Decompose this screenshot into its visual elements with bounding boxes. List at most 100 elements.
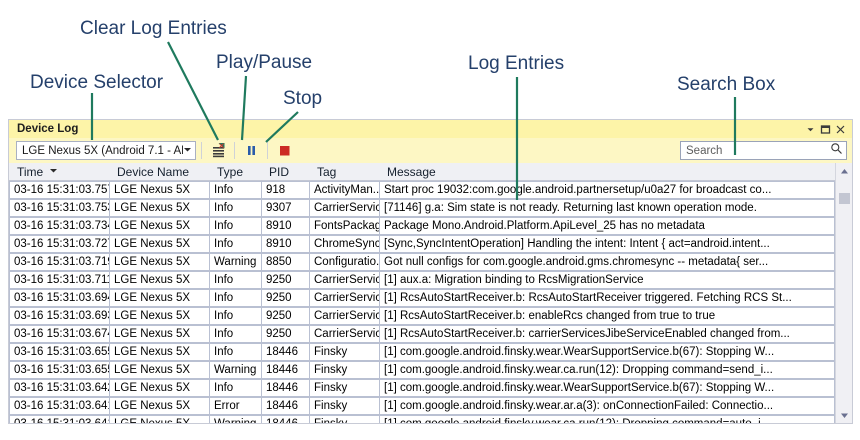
cell-time: 03-16 15:31:03.727	[9, 235, 109, 253]
cell-tag: CarrierServices	[309, 325, 379, 343]
search-input[interactable]: Search	[686, 144, 723, 157]
cell-type: Info	[209, 181, 261, 199]
cell-message: [1] RcsAutoStartReceiver.b: carrierServi…	[379, 325, 835, 343]
device-log-pane: Device Log LGE Nexus 5X (Android 7.1 - A…	[8, 119, 853, 424]
cell-type: Info	[209, 199, 261, 217]
cell-time: 03-16 15:31:03.641	[9, 415, 109, 423]
annotation-log-entries: Log Entries	[468, 53, 565, 74]
cell-time: 03-16 15:31:03.693	[9, 307, 109, 325]
column-header-pid[interactable]: PID	[269, 164, 290, 179]
scrollbar-thumb[interactable]	[839, 193, 850, 204]
stop-icon	[279, 146, 289, 156]
search-box[interactable]: Search	[680, 141, 847, 160]
cell-type: Info	[209, 307, 261, 325]
cell-time: 03-16 15:31:03.694	[9, 289, 109, 307]
cell-time: 03-16 15:31:03.719	[9, 253, 109, 271]
cell-pid: 918	[261, 181, 309, 199]
cell-device: LGE Nexus 5X	[109, 289, 209, 307]
log-grid: Time Device Name Type PID Tag Message 03…	[9, 163, 852, 423]
cell-pid: 9250	[261, 271, 309, 289]
log-toolbar: LGE Nexus 5X (Android 7.1 - API 25)	[9, 138, 852, 163]
dropdown-menu-button[interactable]	[803, 122, 818, 137]
cell-pid: 18446	[261, 397, 309, 415]
cell-tag: Finsky	[309, 343, 379, 361]
cell-type: Info	[209, 379, 261, 397]
log-grid-header: Time Device Name Type PID Tag Message	[9, 163, 835, 181]
cell-tag: CarrierServices	[309, 199, 379, 217]
cell-type: Info	[209, 325, 261, 343]
cell-message: [1] com.google.android.finsky.wear.WearS…	[379, 343, 835, 361]
cell-device: LGE Nexus 5X	[109, 271, 209, 289]
cell-device: LGE Nexus 5X	[109, 199, 209, 217]
column-header-device-name[interactable]: Device Name	[117, 164, 190, 179]
column-header-time[interactable]: Time	[9, 163, 109, 180]
cell-device: LGE Nexus 5X	[109, 235, 209, 253]
toolbar-separator-3	[267, 142, 268, 159]
cell-device: LGE Nexus 5X	[109, 379, 209, 397]
maximize-icon	[820, 124, 831, 134]
cell-device: LGE Nexus 5X	[109, 397, 209, 415]
column-header-tag[interactable]: Tag	[317, 164, 337, 179]
cell-tag: Finsky	[309, 379, 379, 397]
cell-message: [1] RcsAutoStartReceiver.b: RcsAutoStart…	[379, 289, 835, 307]
cell-type: Info	[209, 217, 261, 235]
annotation-device-selector: Device Selector	[30, 72, 164, 93]
cell-message: Start proc 19032:com.google.android.part…	[379, 181, 835, 199]
scroll-up-button[interactable]	[836, 163, 852, 179]
device-selector-combobox[interactable]: LGE Nexus 5X (Android 7.1 - API 25)	[16, 141, 196, 160]
cell-pid: 9250	[261, 289, 309, 307]
cell-time: 03-16 15:31:03.655	[9, 361, 109, 379]
cell-message: Package Mono.Android.Platform.ApiLevel_2…	[379, 217, 835, 235]
device-selector-value: LGE Nexus 5X (Android 7.1 - API 25)	[22, 144, 183, 157]
cell-pid: 9250	[261, 307, 309, 325]
cell-pid: 9307	[261, 199, 309, 217]
cell-message: [1] com.google.android.finsky.wear.WearS…	[379, 379, 835, 397]
cell-time: 03-16 15:31:03.655	[9, 343, 109, 361]
cell-message: [1] aux.a: Migration binding to RcsMigra…	[379, 271, 835, 289]
pane-titlebar: Device Log	[9, 120, 852, 138]
stop-button[interactable]	[273, 141, 295, 161]
cell-pid: 8910	[261, 217, 309, 235]
cell-tag: CarrierServices	[309, 307, 379, 325]
play-pause-button[interactable]	[240, 141, 262, 161]
cell-type: Error	[209, 397, 261, 415]
cell-message: [Sync,SyncIntentOperation] Handling the …	[379, 235, 835, 253]
cell-device: LGE Nexus 5X	[109, 325, 209, 343]
cell-type: Info	[209, 289, 261, 307]
cell-pid: 18446	[261, 379, 309, 397]
cell-pid: 8910	[261, 235, 309, 253]
cell-type: Warning	[209, 361, 261, 379]
cell-type: Warning	[209, 253, 261, 271]
scroll-down-button[interactable]	[836, 407, 852, 423]
cell-device: LGE Nexus 5X	[109, 181, 209, 199]
maximize-button[interactable]	[818, 122, 833, 137]
close-button[interactable]	[833, 122, 848, 137]
column-header-message[interactable]: Message	[387, 164, 436, 179]
cell-time: 03-16 15:31:03.734	[9, 217, 109, 235]
cell-message: [1] RcsAutoStartReceiver.b: enableRcs ch…	[379, 307, 835, 325]
vertical-scrollbar[interactable]	[835, 163, 852, 423]
chevron-down-icon	[807, 127, 814, 131]
cell-type: Info	[209, 343, 261, 361]
cell-time: 03-16 15:31:03.641	[9, 397, 109, 415]
column-header-time-label: Time	[17, 164, 44, 179]
clear-log-button[interactable]	[207, 141, 229, 161]
pause-icon	[247, 146, 255, 155]
toolbar-separator-2	[234, 142, 235, 159]
column-header-type[interactable]: Type	[217, 164, 244, 179]
